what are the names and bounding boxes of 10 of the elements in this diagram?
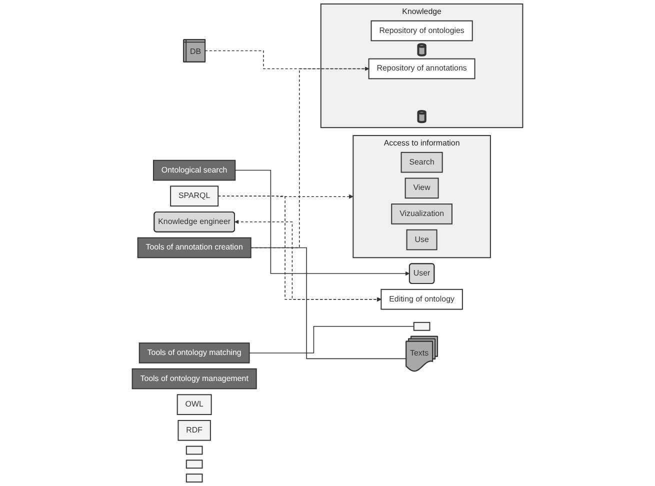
node-cylinder — [417, 110, 426, 124]
arrow — [234, 170, 410, 276]
connector — [250, 247, 406, 360]
node-box — [413, 322, 430, 331]
node-cylinder — [417, 43, 426, 56]
arrow — [218, 194, 354, 199]
node-box — [186, 446, 203, 455]
node-box — [186, 460, 203, 469]
connector — [248, 326, 414, 354]
node-box — [186, 474, 203, 483]
